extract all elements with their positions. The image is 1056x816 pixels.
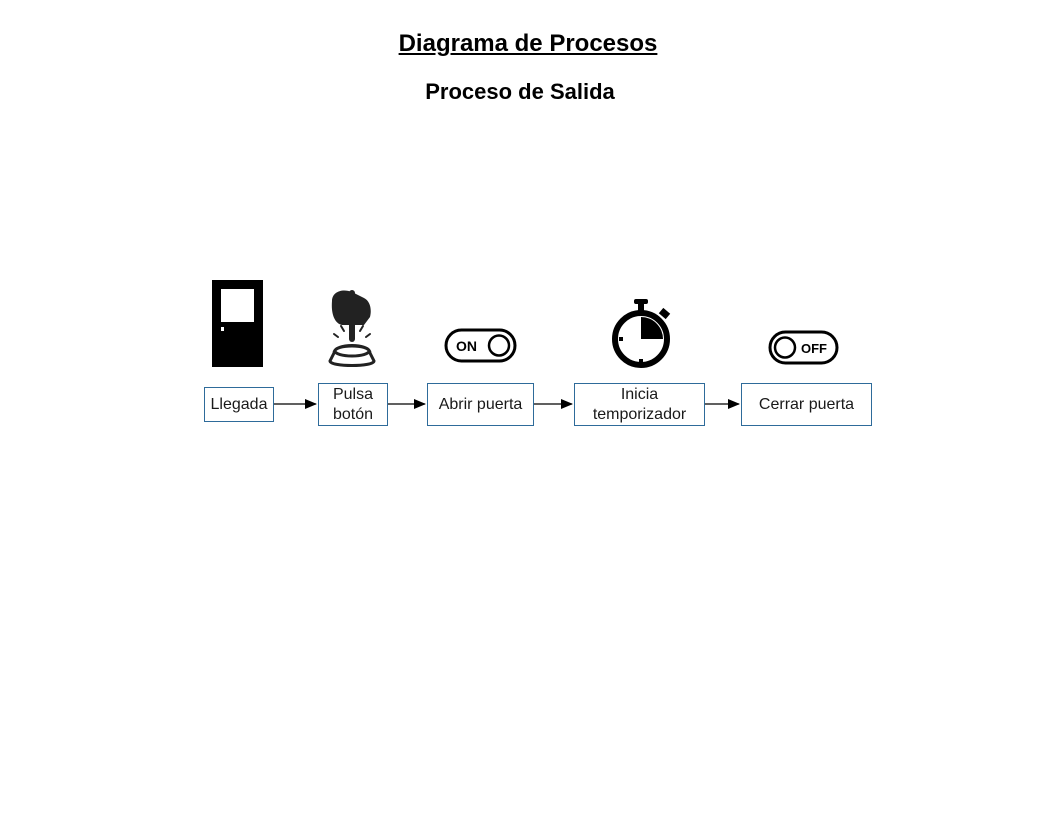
step-box-llegada: Llegada [204,387,274,422]
step-box-cerrar-puerta: Cerrar puerta [741,383,872,426]
off-switch-icon: OFF [768,330,839,365]
on-switch-icon: ON [444,328,517,363]
stopwatch-icon [612,299,671,368]
step-box-abrir-puerta: Abrir puerta [427,383,534,426]
door-icon [212,280,263,367]
svg-text:OFF: OFF [801,341,827,356]
step-box-inicia-temporizador: Inicia temporizador [574,383,705,426]
diagram-title: Diagrama de Procesos [398,30,658,57]
svg-text:ON: ON [456,338,477,354]
step-box-pulsa-boton: Pulsa botón [318,383,388,426]
hand-press-button-icon [328,290,376,367]
diagram-subtitle: Proceso de Salida [425,79,615,104]
